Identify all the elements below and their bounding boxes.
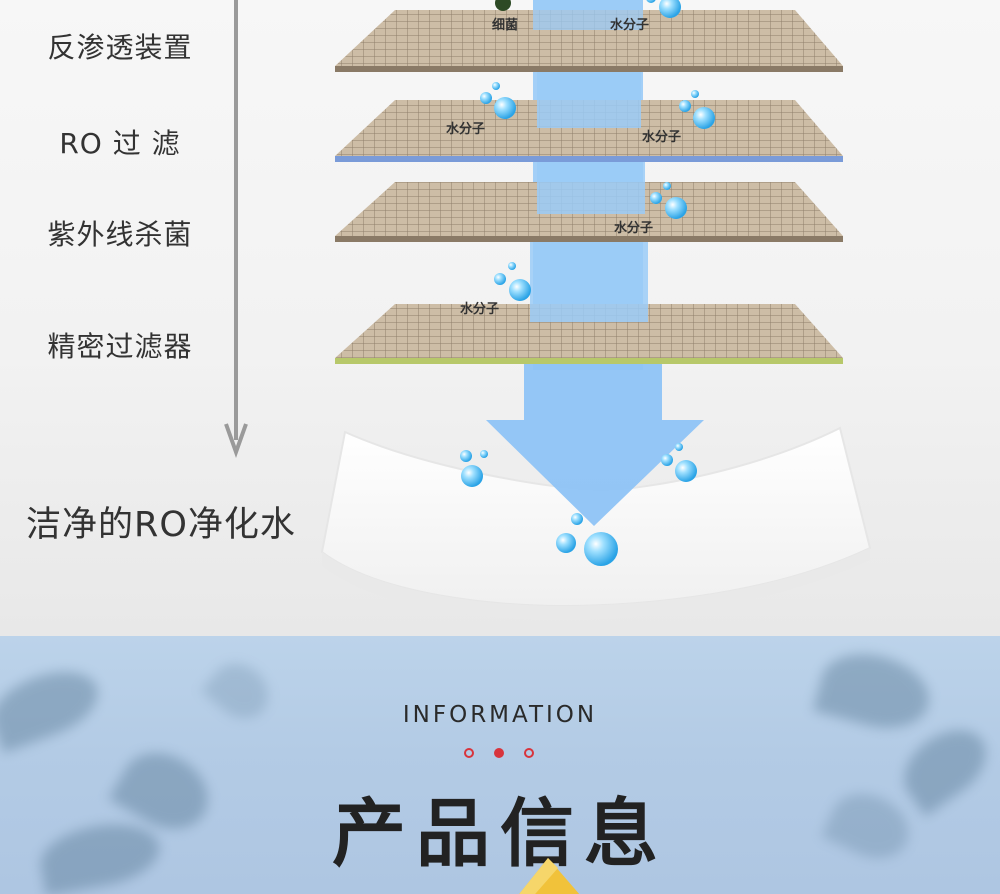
dot-filled bbox=[494, 748, 504, 758]
water-molecule-label: 水分子 bbox=[642, 130, 682, 145]
info-section: INFORMATION 产品信息 bbox=[0, 636, 1000, 894]
info-title-en: INFORMATION bbox=[402, 702, 598, 728]
water-molecule-label: 水分子 bbox=[460, 302, 500, 317]
process-arrow-head bbox=[224, 423, 248, 458]
stage-label-ro-device: 反渗透装置 bbox=[47, 31, 193, 64]
water-molecule-label: 水分子 bbox=[614, 221, 654, 236]
product-image-peek bbox=[519, 858, 580, 894]
filtration-diagram: 反渗透装置 RO 过 滤 紫外线杀菌 精密过滤器 洁净的RO净化水 细菌 水分子… bbox=[0, 0, 1000, 636]
stage-label-uv-sterilize: 紫外线杀菌 bbox=[47, 218, 193, 251]
water-bubbles bbox=[460, 0, 715, 566]
stage-label-precision-filter: 精密过滤器 bbox=[47, 330, 193, 363]
bacteria-icon bbox=[495, 0, 511, 11]
info-title-cn: 产品信息 bbox=[332, 791, 668, 877]
dot-ring bbox=[464, 748, 474, 758]
basin-rim-shadow bbox=[322, 548, 870, 620]
membrane-layer-4 bbox=[335, 304, 843, 364]
dot-ring bbox=[524, 748, 534, 758]
bacteria-label: 细菌 bbox=[492, 18, 519, 33]
water-molecule-label: 水分子 bbox=[610, 18, 650, 33]
filtration-scene bbox=[224, 0, 872, 620]
title-dots bbox=[462, 748, 542, 760]
water-molecule-label: 水分子 bbox=[446, 122, 486, 137]
clean-water-label: 洁净的RO净化水 bbox=[26, 505, 296, 545]
membrane-layer-1 bbox=[335, 10, 843, 72]
stage-label-ro-filter: RO 过 滤 bbox=[59, 127, 181, 160]
flow-down-arrow bbox=[486, 364, 704, 526]
